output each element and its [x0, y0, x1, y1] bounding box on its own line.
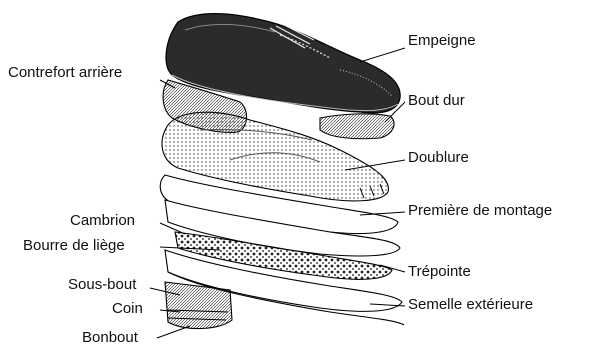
label-bout-dur: Bout dur [408, 93, 465, 108]
label-semelle-exterieure: Semelle extérieure [408, 297, 533, 312]
label-premiere-de-montage: Première de montage [408, 203, 552, 218]
label-sous-bout: Sous-bout [68, 277, 136, 292]
toe-cap [320, 114, 394, 139]
label-contrefort-arriere: Contrefort arrière [8, 65, 122, 80]
label-bourre-de-liege: Bourre de liège [23, 238, 125, 253]
label-doublure: Doublure [408, 150, 469, 165]
label-trepointe: Trépointe [408, 264, 471, 279]
label-empeigne: Empeigne [408, 33, 476, 48]
leader-bonbout [157, 326, 190, 338]
label-bonbout: Bonbout [82, 330, 138, 345]
leader-empeigne [360, 48, 405, 62]
label-cambrion: Cambrion [70, 213, 135, 228]
label-coin: Coin [112, 301, 143, 316]
